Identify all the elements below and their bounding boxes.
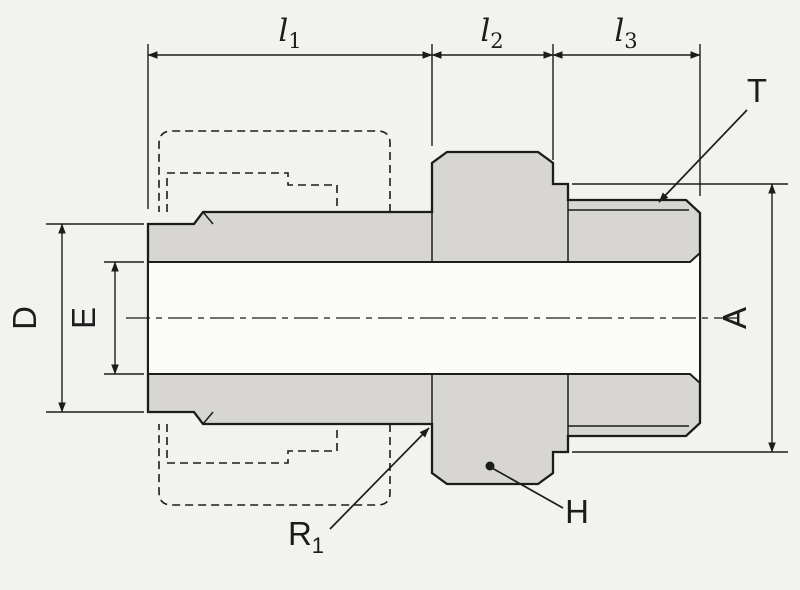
- dim-label-r1: R1: [288, 515, 324, 558]
- dim-label-l3: l3: [614, 13, 637, 53]
- dim-label-l2: l2: [480, 13, 503, 53]
- nut-phantom-bottom: [158, 424, 391, 506]
- t-leader: T: [658, 72, 767, 203]
- dim-label-d: D: [6, 306, 43, 330]
- bite-edge-bottom: [202, 411, 214, 425]
- leader-dot-h: [485, 461, 495, 471]
- dim-label-t: T: [747, 72, 767, 109]
- a-dimension: A: [572, 183, 788, 453]
- d-dimension: D: [6, 223, 144, 413]
- bite-edge-top: [202, 211, 214, 225]
- nut-inner-step-bottom: [166, 424, 338, 464]
- dim-label-h: H: [565, 493, 589, 530]
- nut-outline-top: [158, 130, 391, 212]
- nut-inner-step-top: [166, 172, 338, 212]
- leader-line-t: [658, 109, 748, 203]
- dim-label-a: A: [716, 307, 753, 329]
- r1-leader: R1: [288, 427, 430, 558]
- leader-line-r1: [329, 427, 430, 530]
- section-detail-lines: [202, 200, 689, 436]
- dim-label-e: E: [65, 307, 102, 329]
- leader-line-h: [491, 467, 564, 509]
- h-leader: H: [485, 461, 589, 530]
- nut-outline-bottom: [158, 424, 391, 506]
- nut-phantom-top: [158, 130, 391, 212]
- e-dimension: E: [65, 261, 144, 375]
- top-dimension-chain: l1 l2 l3: [147, 13, 701, 209]
- dim-label-l1: l1: [278, 13, 301, 53]
